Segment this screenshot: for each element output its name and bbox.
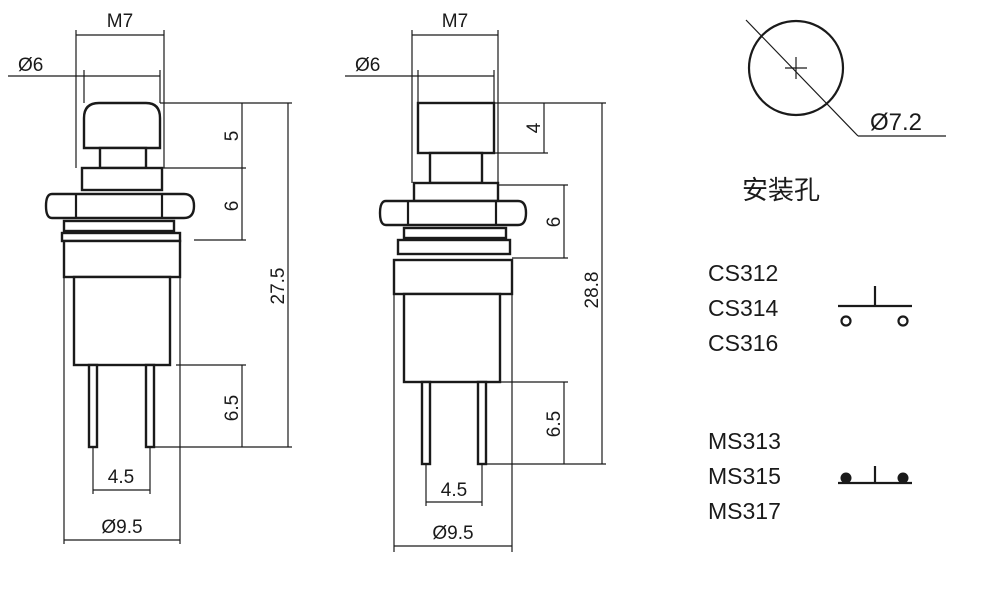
right-pin-spacing-label: 4.5 <box>441 480 467 501</box>
right-switch-body-collar <box>392 258 514 296</box>
left-switch-cap <box>82 101 162 150</box>
normally-open-group: CS312 CS314 CS316 <box>708 260 912 356</box>
left-pin-length-label: 6.5 <box>222 395 243 421</box>
right-switch: M7 Ø6 4 6 28.8 6.5 4.5 Ø9.5 <box>345 11 606 552</box>
model-label: CS314 <box>708 295 779 321</box>
left-thread-label: M7 <box>107 11 133 32</box>
left-switch-washer <box>62 219 176 233</box>
left-switch: M7 Ø6 5 6 27.5 6.5 4.5 Ø9.5 <box>8 11 292 544</box>
left-switch-stem <box>98 146 148 170</box>
left-cap-height-label: 5 <box>222 131 243 142</box>
right-switch-body <box>402 292 502 384</box>
left-pin-spacing-label: 4.5 <box>108 467 134 488</box>
left-switch-body-collar <box>62 239 182 279</box>
right-body-diameter-label: Ø9.5 <box>432 523 473 544</box>
right-switch-pin <box>476 380 488 466</box>
left-nut-height-label: 6 <box>222 201 243 212</box>
right-cap-height-label: 4 <box>524 122 545 133</box>
right-switch-cap <box>416 101 496 155</box>
left-switch-body <box>72 275 172 367</box>
left-switch-nut <box>44 192 196 220</box>
model-label: CS312 <box>708 260 778 286</box>
right-total-height-label: 28.8 <box>582 272 603 309</box>
left-switch-pin <box>87 363 99 449</box>
right-thread-label: M7 <box>442 11 468 32</box>
right-switch-nut <box>378 199 528 227</box>
normally-open-switch-symbol <box>838 286 912 327</box>
right-switch-pin <box>420 380 432 466</box>
mounting-hole-circle <box>747 19 845 117</box>
model-label: MS315 <box>708 463 781 489</box>
left-cap-diameter-label: Ø6 <box>18 55 43 76</box>
normally-closed-group: MS313 MS315 MS317 <box>708 428 912 524</box>
mounting-hole: Ø7.2 安装孔 <box>742 19 946 206</box>
mounting-hole-diameter-label: Ø7.2 <box>870 109 922 136</box>
right-switch-washer <box>402 226 508 240</box>
model-label: MS317 <box>708 498 781 524</box>
right-cap-diameter-label: Ø6 <box>355 55 380 76</box>
right-switch-thread <box>412 181 500 203</box>
normally-closed-switch-symbol <box>838 466 912 485</box>
left-total-height-label: 27.5 <box>268 268 289 305</box>
right-switch-stem <box>428 151 484 185</box>
left-switch-thread <box>80 166 164 192</box>
model-label: CS316 <box>708 330 778 356</box>
right-pin-length-label: 6.5 <box>544 411 565 437</box>
right-nut-height-label: 6 <box>544 217 565 228</box>
model-label: MS313 <box>708 428 781 454</box>
left-switch-pin <box>144 363 156 449</box>
mounting-hole-title: 安装孔 <box>742 176 820 206</box>
left-body-diameter-label: Ø9.5 <box>101 517 142 538</box>
